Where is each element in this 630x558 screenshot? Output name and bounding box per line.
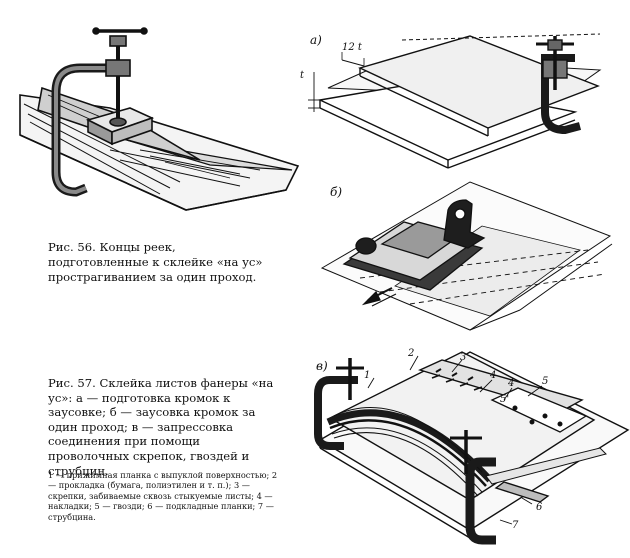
part-3-label: 3	[460, 352, 466, 363]
part-4-label: 4	[489, 370, 496, 381]
fig57c-drawing	[314, 351, 630, 545]
part-6-label: 6	[536, 502, 543, 513]
fig56-caption: Рис. 56. Концы реек, подготовленные к ск…	[48, 240, 263, 284]
panel-c-label: в)	[316, 359, 328, 373]
fig57b-drawing	[320, 181, 613, 331]
fig56-drawing	[19, 27, 300, 211]
fig57a-drawing	[308, 33, 602, 169]
part-5-prime-label: 5'	[500, 394, 509, 405]
panel-a-label: а)	[310, 33, 322, 47]
part-1-label: 1	[364, 370, 370, 381]
part-2-label: 2	[407, 348, 414, 359]
part-5-label: 5	[542, 376, 548, 387]
dimension-12t-label: 12 t	[342, 42, 363, 53]
fig57-caption: Рис. 57. Склейка листов фанеры «на ус»: …	[48, 376, 274, 478]
part-7-label: 7	[512, 520, 519, 531]
panel-b-label: б)	[330, 185, 342, 199]
fig57-legend: 1 — прижимная планка с выпуклой поверхно…	[48, 470, 278, 522]
dimension-t-label: t	[300, 70, 305, 81]
part-4b-label: 4	[507, 378, 514, 389]
